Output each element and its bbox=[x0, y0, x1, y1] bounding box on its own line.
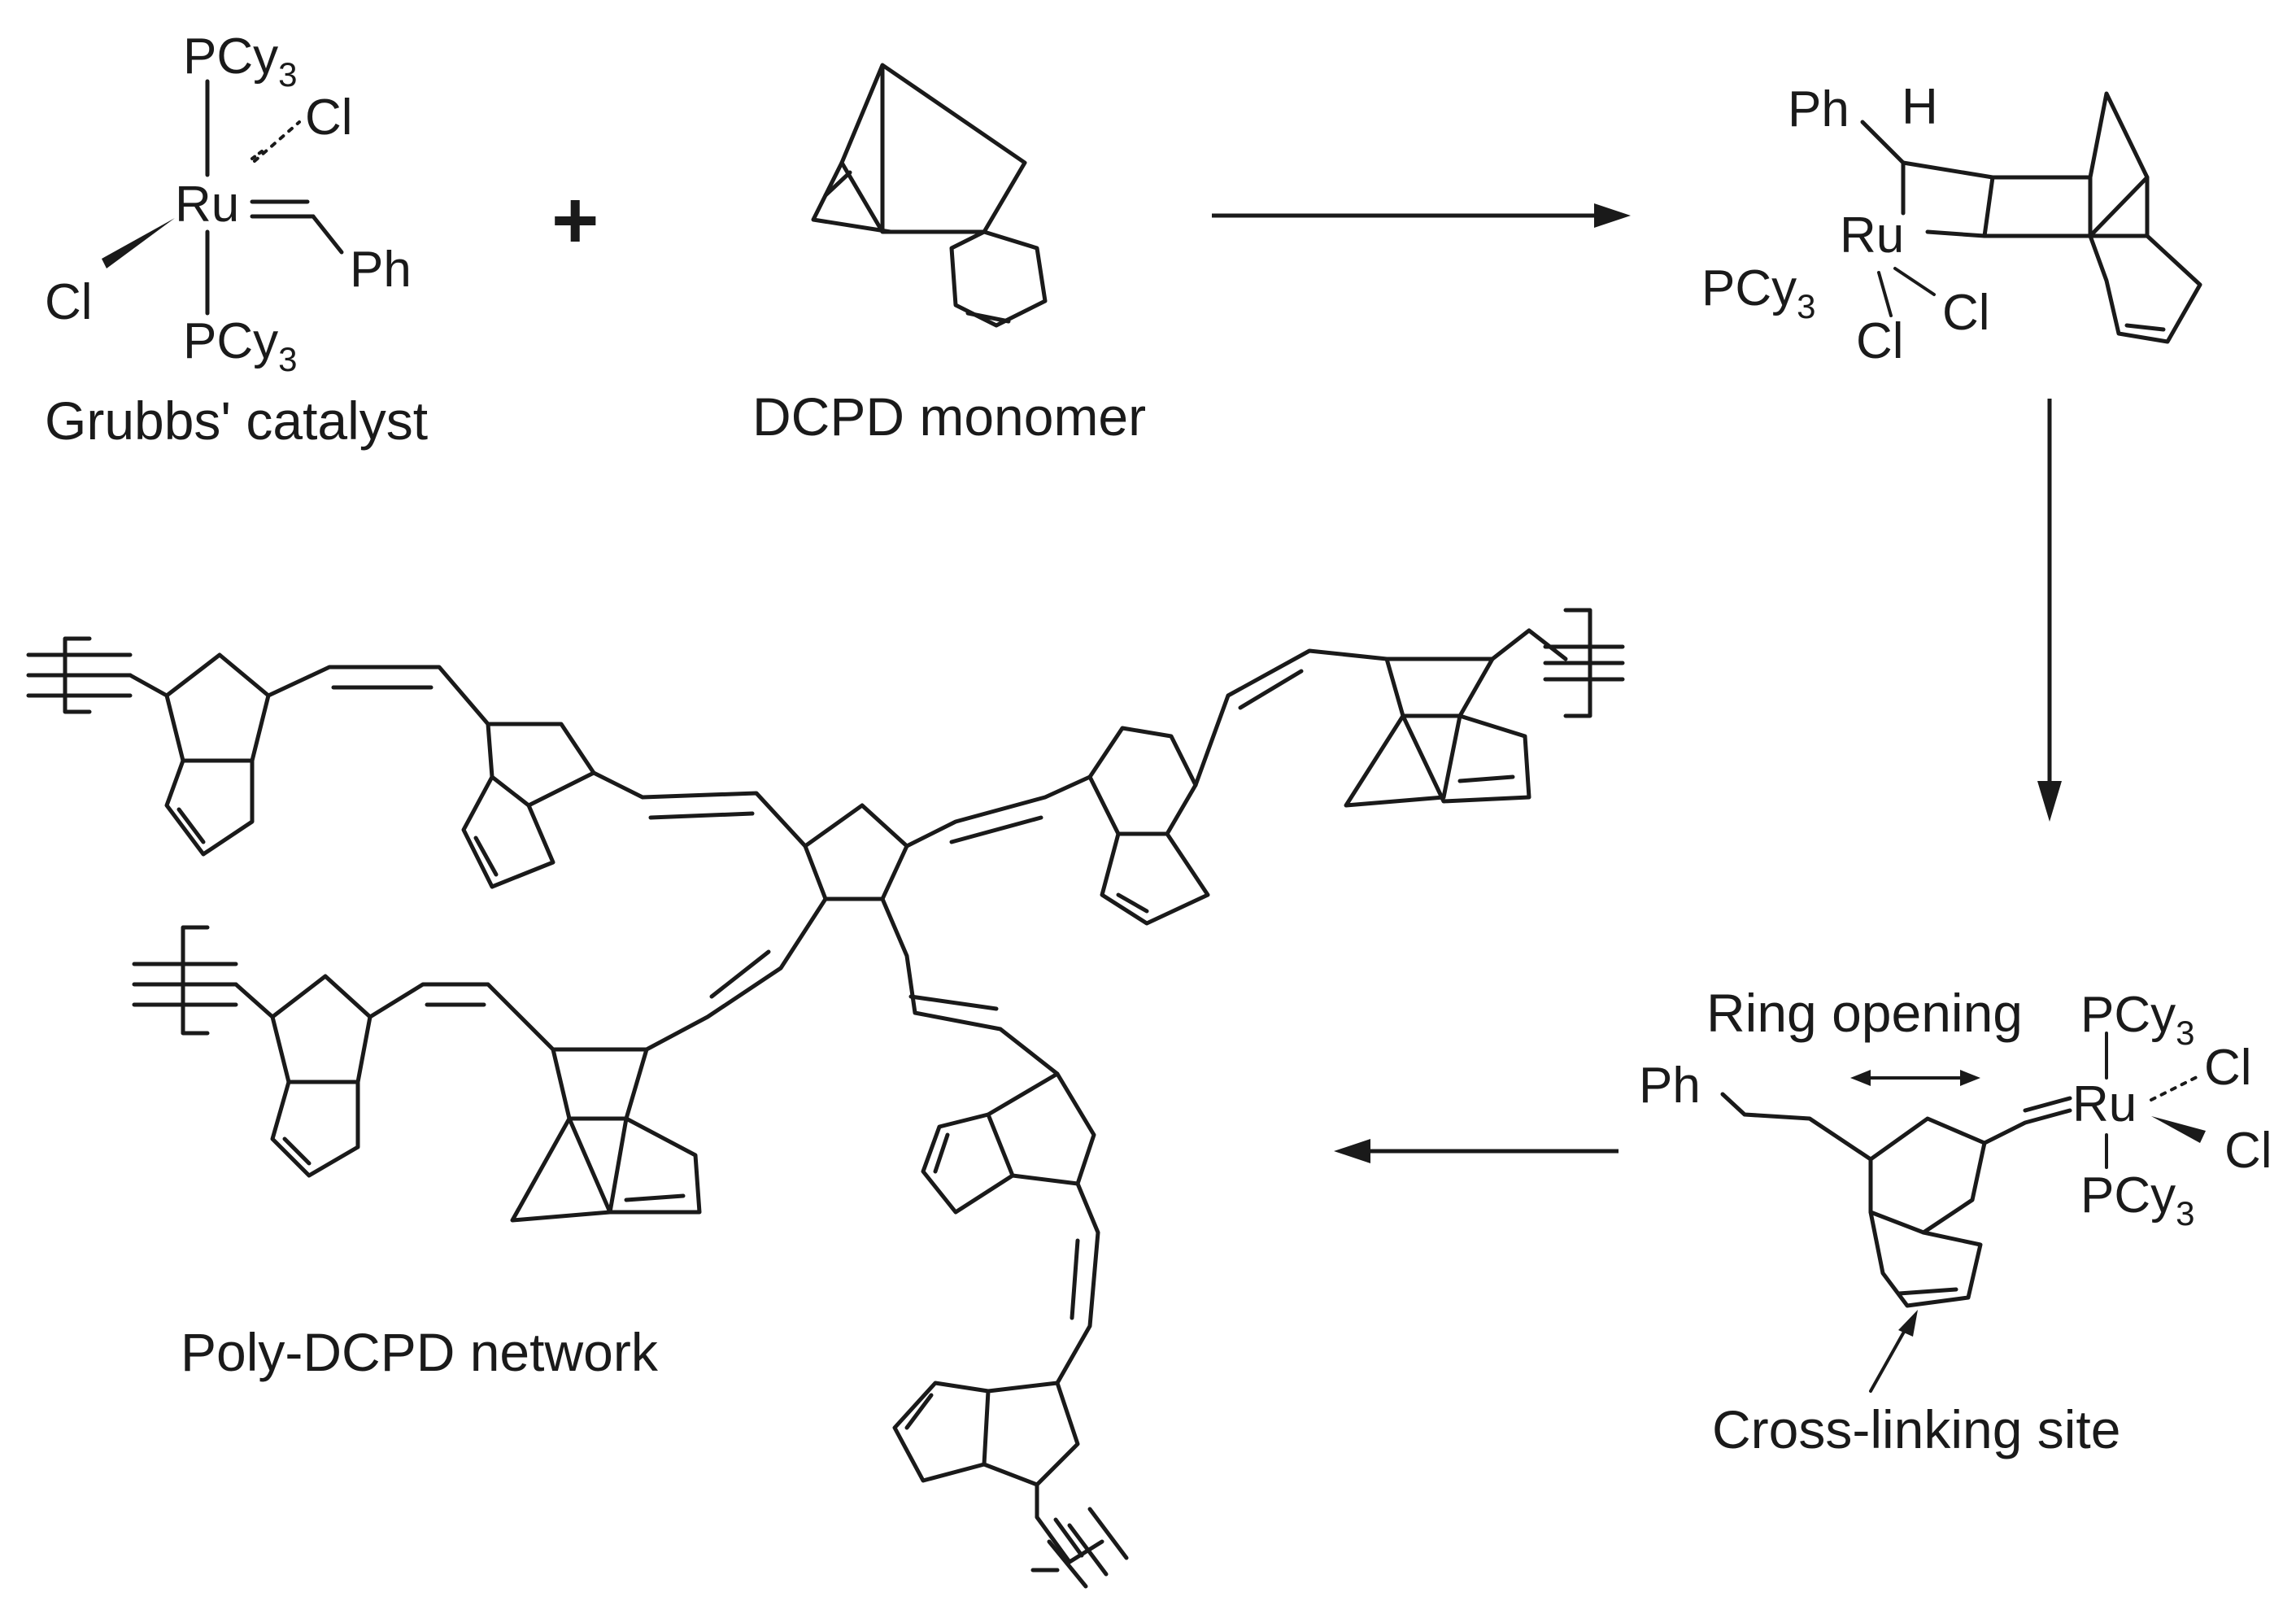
plus-sign: + bbox=[551, 175, 599, 266]
atom-label: Cl bbox=[2224, 1123, 2272, 1179]
atom-label: Ru bbox=[2072, 1076, 2137, 1132]
atom-label: PCy bbox=[1701, 260, 1797, 316]
atom-label: Ru bbox=[175, 177, 239, 233]
ring-opening-label: Ring opening bbox=[1706, 983, 2023, 1043]
atom-label: PCy bbox=[2080, 1167, 2176, 1224]
poly-dcpd-network-label: Poly-DCPD network bbox=[181, 1322, 659, 1382]
svg-text:PCy3: PCy3 bbox=[183, 28, 298, 94]
subscript: 3 bbox=[278, 340, 297, 378]
atom-label: Ph bbox=[350, 242, 412, 298]
svg-text:PCy3: PCy3 bbox=[183, 313, 298, 378]
atom-label: Cl bbox=[1942, 285, 1990, 341]
subscript: 3 bbox=[1797, 287, 1815, 325]
atom-label: Cl bbox=[1856, 313, 1904, 369]
atom-label: Ru bbox=[1840, 207, 1904, 264]
dcpd-monomer-structure bbox=[811, 63, 1048, 328]
atom-label: Cl bbox=[305, 89, 353, 146]
svg-text:PCy3: PCy3 bbox=[2080, 1167, 2195, 1232]
subscript: 3 bbox=[2176, 1194, 2194, 1232]
ring-opened-species-structure: Ring opening Ph PCy3 Cl Ru Cl PCy3 Cross… bbox=[1639, 983, 2272, 1459]
cross-linking-site-label: Cross-linking site bbox=[1712, 1399, 2120, 1459]
grubbs-catalyst-structure: PCy3 Cl Ru Ph Cl PCy3 bbox=[45, 28, 412, 378]
atom-label: PCy bbox=[183, 28, 278, 85]
dcpd-monomer-label: DCPD monomer bbox=[752, 386, 1146, 447]
svg-text:PCy3: PCy3 bbox=[2080, 987, 2195, 1052]
atom-label: PCy bbox=[2080, 987, 2176, 1043]
grubbs-catalyst-label: Grubbs' catalyst bbox=[45, 390, 428, 451]
atom-label: Ph bbox=[1788, 81, 1849, 137]
atom-label: PCy bbox=[183, 313, 278, 369]
atom-label: H bbox=[1902, 79, 1938, 135]
atom-label: Cl bbox=[2204, 1040, 2252, 1096]
subscript: 3 bbox=[2176, 1014, 2194, 1052]
subscript: 3 bbox=[278, 55, 297, 94]
atom-label: Cl bbox=[45, 274, 93, 330]
poly-dcpd-network-structure bbox=[26, 608, 1625, 1589]
atom-label: Ph bbox=[1639, 1058, 1701, 1114]
metallacycle-intermediate-structure: Ph H Ru PCy3 Cl Cl bbox=[1701, 79, 2202, 369]
svg-text:PCy3: PCy3 bbox=[1701, 260, 1816, 325]
